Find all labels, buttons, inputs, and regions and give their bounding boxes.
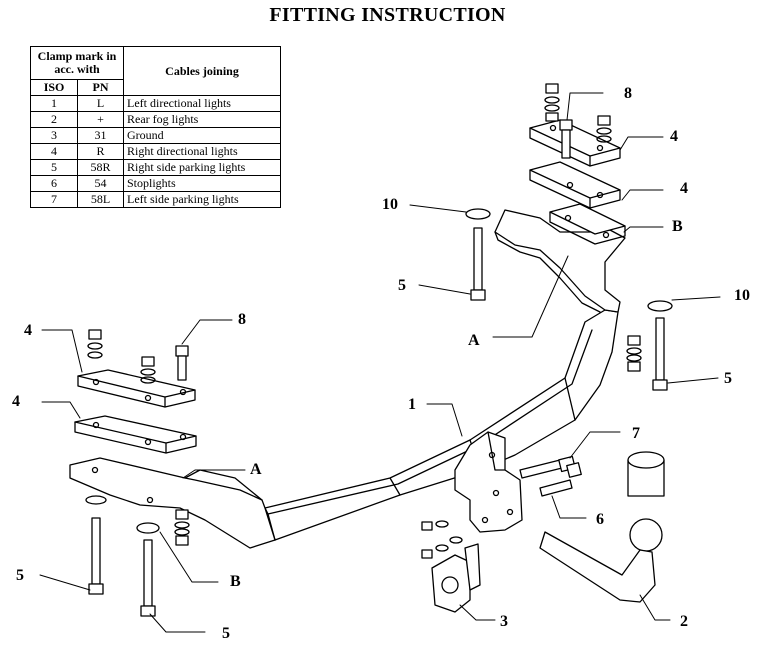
right-plates (529, 119, 626, 245)
tow-ball (539, 451, 665, 603)
bolt-5-upper (465, 208, 491, 301)
callout-5-right: 5 (724, 370, 732, 387)
callout-b-bottom: B (230, 573, 241, 590)
bolt-8-left (175, 345, 189, 381)
hitch-bracket (454, 431, 523, 533)
callout-5-left: 5 (398, 277, 406, 294)
callout-10-right: 10 (734, 287, 750, 304)
bolt-6 (539, 462, 582, 497)
socket-plate (421, 520, 481, 613)
right-top-nuts (544, 83, 612, 143)
left-top-nuts (87, 329, 156, 384)
iso-cell: 7 (29, 191, 79, 208)
callout-5-bottom: 5 (222, 625, 230, 642)
callout-2: 2 (680, 613, 688, 630)
callout-8-top: 8 (624, 85, 632, 102)
right-side-nuts (626, 335, 642, 372)
cable-cell: Left side parking lights (123, 191, 281, 208)
page-title: FITTING INSTRUCTION (269, 4, 506, 26)
cable-table: Clamp mark in acc. with Cables joining I… (29, 46, 281, 208)
header-clamp: Clamp mark in acc. with (30, 46, 124, 80)
left-bottom-nuts (174, 509, 190, 546)
crossbar (264, 309, 619, 541)
callout-1: 1 (408, 396, 416, 413)
bolt-5-left2 (136, 522, 160, 617)
bolt-5-left (85, 495, 107, 595)
iso-cell: 4 (29, 143, 79, 160)
callout-4-top1: 4 (670, 128, 678, 145)
callout-10-left: 10 (382, 196, 398, 213)
callout-4-top2: 4 (680, 180, 688, 197)
cable-cell: Right directional lights (123, 143, 281, 160)
callout-8-left: 8 (238, 311, 246, 328)
callout-a-left: A (250, 461, 262, 478)
left-plates (74, 369, 197, 454)
callout-5-bottom-left: 5 (16, 567, 24, 584)
bolt-8-top (559, 119, 573, 159)
callout-6: 6 (596, 511, 604, 528)
callout-3: 3 (500, 613, 508, 630)
callout-4-left1: 4 (24, 322, 32, 339)
callout-4-left2: 4 (12, 393, 20, 410)
bolt-5-right (647, 300, 673, 391)
callout-b-right: B (672, 218, 683, 235)
left-bracket (69, 457, 276, 549)
leaders (39, 92, 721, 633)
pn-cell: 58R (77, 159, 124, 176)
callout-7: 7 (632, 425, 640, 442)
cable-cell: Right side parking lights (123, 159, 281, 176)
table-row: 2+Rear fog lights (29, 111, 281, 128)
right-bracket (494, 209, 626, 313)
col-pn: PN (77, 79, 124, 96)
callout-a-right: A (468, 332, 480, 349)
